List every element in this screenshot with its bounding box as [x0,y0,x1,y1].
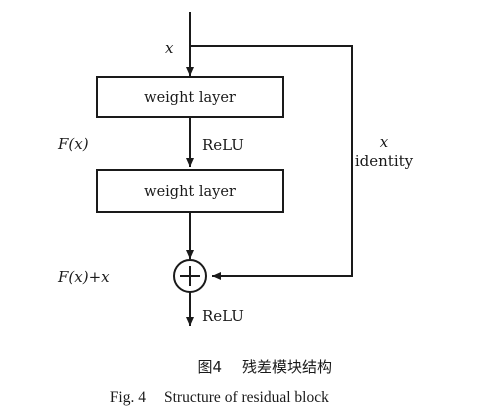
caption-chinese: 图4 残差模块结构 [197,358,332,376]
weight-layer-2-box [96,169,284,213]
weight-layer-1-box [96,76,284,118]
caption-en-title: Structure of residual block [164,389,329,406]
fx-label: F(x) [57,135,89,153]
identity-label: identity [355,152,414,170]
caption-cn-number: 图4 [197,358,222,376]
input-x-label: x [165,39,174,57]
caption-cn-title: 残差模块结构 [242,358,332,376]
relu-middle-label: ReLU [202,136,244,154]
identity-x-label: x [380,133,389,151]
fx-plus-x-label: F(x)+x [57,268,110,286]
relu-output-label: ReLU [202,307,244,325]
caption-en-number: Fig. 4 [110,389,146,406]
weight-layer-2-label: weight layer [144,184,236,200]
identity-skip-path [190,45,353,280]
addition-node [173,259,207,293]
caption-english: Fig. 4 Structure of residual block [110,389,329,406]
weight-layer-1-label: weight layer [144,90,236,106]
